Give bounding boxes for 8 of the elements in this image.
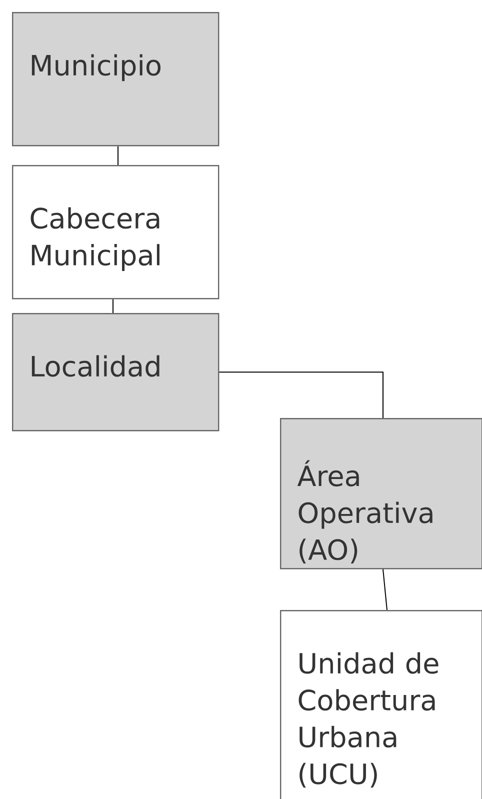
connector-line <box>382 568 388 610</box>
category-box: Municipio <box>12 12 220 146</box>
category-box: Localidad <box>12 313 220 432</box>
category-box: Área Operativa (AO) <box>280 418 482 570</box>
category-box: Unidad de Cobertura Urbana (UCU) <box>280 610 482 799</box>
connector-line <box>218 372 384 418</box>
category-box: Cabecera Municipal <box>12 165 220 300</box>
connector-line <box>112 298 114 314</box>
